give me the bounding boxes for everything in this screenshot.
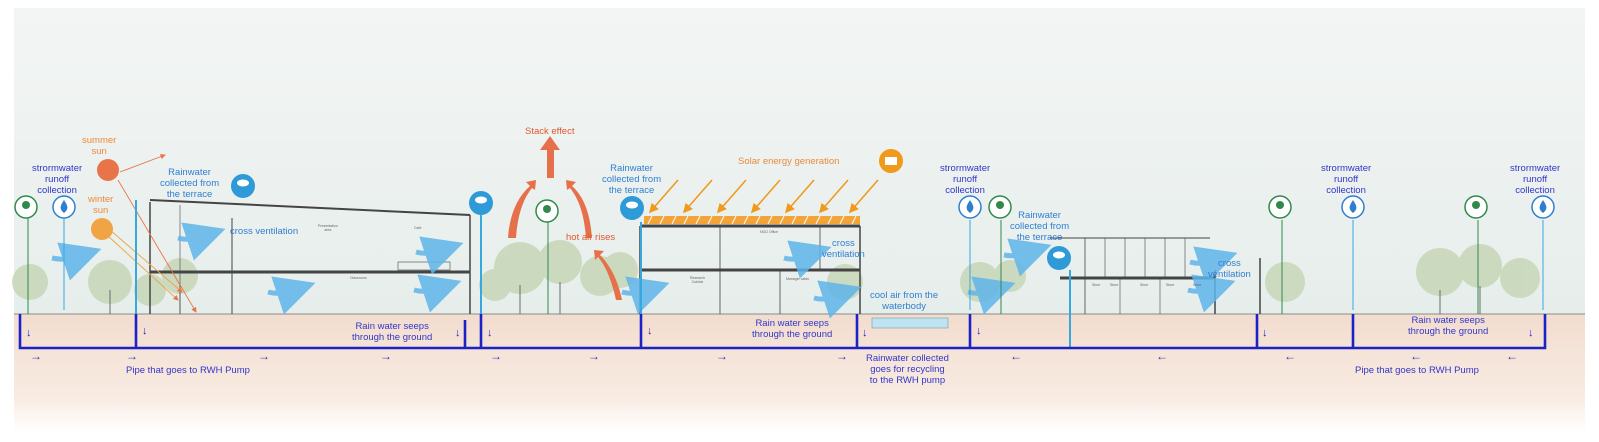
rwh-recycling-label: Rainwater collected goes for recycling t… <box>866 353 949 386</box>
stormwater-label-1: strormwater runoff collection <box>32 163 83 196</box>
svg-text:→: → <box>380 349 392 363</box>
seep-arrows: ↓ ↓ ↓ ↓ ↓ ↓ ↓ ↓ ↓ <box>26 325 1534 339</box>
svg-text:←: ← <box>1284 349 1296 363</box>
svg-text:↓: ↓ <box>142 325 148 337</box>
svg-text:↓: ↓ <box>862 327 868 339</box>
svg-text:↓: ↓ <box>1528 327 1534 339</box>
room-classroom: Classroom <box>350 276 367 280</box>
solar-panels <box>644 216 860 224</box>
room-presentation: Presentation area <box>318 224 338 232</box>
room-cafe: Cafe <box>414 226 422 230</box>
cross-ventilation-label-1: cross ventilation <box>230 226 299 237</box>
svg-text:←: ← <box>1010 349 1022 363</box>
room-store-4: Store <box>1166 283 1175 287</box>
summer-sun-icon <box>97 159 119 181</box>
rainwater-terrace-label-2: Rainwater collected from the terrace <box>602 163 662 196</box>
svg-text:↓: ↓ <box>976 325 982 337</box>
pipe-label-2: Pipe that goes to RWH Pump <box>1355 365 1479 376</box>
building-left <box>149 199 471 314</box>
svg-text:→: → <box>490 349 502 363</box>
svg-text:→: → <box>30 349 42 363</box>
summer-sun-label: summer sun <box>82 135 117 157</box>
svg-text:↓: ↓ <box>487 327 493 339</box>
ground-section <box>14 314 1585 432</box>
room-research: Research Cubicle <box>690 276 705 284</box>
rainwater-terrace-label-1: Rainwater collected from the terrace <box>160 167 220 200</box>
svg-text:→: → <box>836 349 848 363</box>
room-store-3: Store <box>1140 283 1149 287</box>
hot-air-label: hot air rises <box>566 232 616 243</box>
rain-seeps-label-3: Rain water seeps through the ground <box>1408 315 1489 337</box>
svg-text:→: → <box>126 349 138 363</box>
rwh-pipe-network <box>18 314 1547 350</box>
cross-ventilation-label-3: cross ventilation <box>1208 258 1251 280</box>
winter-sun-icon <box>91 218 113 240</box>
stack-effect-label: Stack effect <box>525 126 575 137</box>
svg-text:←: ← <box>1410 349 1422 363</box>
marker-posts <box>27 218 1544 314</box>
svg-text:↓: ↓ <box>455 327 461 339</box>
cool-air-label: cool air from the waterbody <box>870 290 939 312</box>
solar-rays <box>648 179 879 214</box>
room-store-2: Store <box>1110 283 1119 287</box>
svg-text:→: → <box>588 349 600 363</box>
stormwater-label-4: strormwater runoff collection <box>1510 163 1561 196</box>
svg-text:←: ← <box>1506 349 1518 363</box>
rain-seeps-label-1: Rain water seeps through the ground <box>352 321 433 343</box>
stormwater-label-3: strormwater runoff collection <box>1321 163 1372 196</box>
svg-text:↓: ↓ <box>647 325 653 337</box>
room-ngo-office: NGO Office <box>760 230 779 234</box>
pipe-label-1: Pipe that goes to RWH Pump <box>126 365 250 376</box>
stack-effect-arrows <box>508 136 622 300</box>
cross-ventilation-label-2: cross ventilation <box>822 238 865 260</box>
svg-text:↓: ↓ <box>1262 327 1268 339</box>
svg-text:→: → <box>716 349 728 363</box>
rain-seeps-label-2: Rain water seeps through the ground <box>752 318 833 340</box>
rainwater-terrace-label-3: Rainwater collected from the terrace <box>1010 210 1070 243</box>
winter-sun-label: winter sun <box>88 194 114 216</box>
stormwater-label-2: strormwater runoff collection <box>940 163 991 196</box>
solar-panel-icon <box>879 149 903 173</box>
room-store-5: Store <box>1193 283 1202 287</box>
flow-arrows: → → → → → → → → ← ← ← ← ← <box>30 349 1518 363</box>
svg-text:←: ← <box>1156 349 1168 363</box>
svg-text:↓: ↓ <box>26 327 32 339</box>
sun-rays <box>107 154 197 313</box>
room-manager: Manager cabin <box>786 277 810 281</box>
svg-text:→: → <box>258 349 270 363</box>
room-store-1: Store <box>1092 283 1101 287</box>
waterbody <box>871 317 949 329</box>
solar-energy-label: Solar energy generation <box>738 156 840 167</box>
